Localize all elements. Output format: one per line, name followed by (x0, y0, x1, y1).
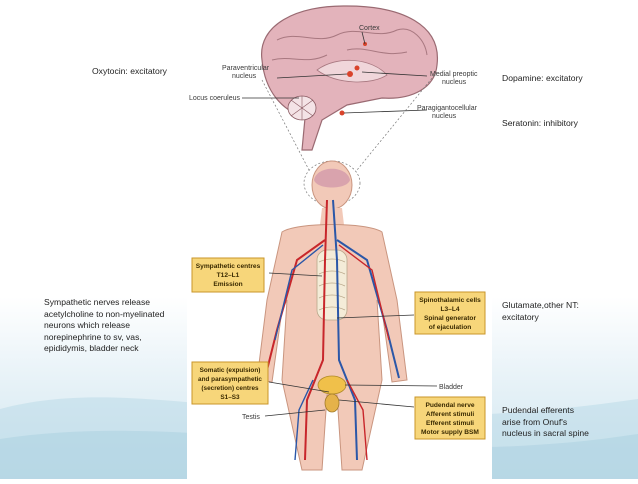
body-leader-lines (264, 272, 438, 417)
pudendal-line3: Efferent stimuli (426, 420, 474, 427)
spinothalamic-line2: L3–L4 (440, 306, 459, 313)
label-paragigantocellular-1: Paragigantocellular (417, 105, 478, 112)
pudendal-line4: Motor supply BSM (421, 429, 479, 436)
brain-labels: Cortex Paraventricular nucleus Locus coe… (189, 25, 478, 120)
somatic-line1: Somatic (expulsion) (200, 367, 261, 374)
label-locus-coeruleus: Locus coeruleus (189, 95, 240, 102)
pudendal-nerve-box: Pudendal nerve Afferent stimuli Efferent… (414, 396, 486, 440)
label-paraventricular-2: nucleus (232, 73, 257, 80)
note-dopamine: Dopamine: excitatory (502, 73, 583, 83)
brain-closeup (261, 5, 438, 151)
sympathetic-line2: T12–L1 (217, 272, 240, 279)
note-oxytocin: Oxytocin: excitatory (92, 66, 167, 76)
note-sympathetic: Sympathetic nerves release acetylcholine… (44, 297, 165, 353)
somatic-centres-box: Somatic (expulsion) and parasympathetic … (191, 361, 269, 405)
label-bladder: Bladder (439, 384, 464, 391)
label-medial-preoptic-2: nucleus (442, 79, 467, 86)
spinothalamic-line3: Spinal generator (424, 315, 476, 322)
anatomy-figure-panel: Cortex Paraventricular nucleus Locus coe… (187, 0, 492, 479)
sympathetic-line1: Sympathetic centres (196, 263, 261, 270)
pudendal-line1: Pudendal nerve (425, 402, 474, 409)
somatic-line3: (secretion) centres (201, 385, 259, 392)
human-body (256, 160, 408, 471)
label-paraventricular-1: Paraventricular (222, 65, 270, 72)
somatic-line4: S1–S3 (220, 394, 240, 401)
label-paragigantocellular-2: nucleus (432, 113, 457, 120)
spinothalamic-line1: Spinothalamic cells (419, 297, 481, 304)
note-serotonin: Seratonin: inhibitory (502, 118, 578, 128)
brain-leader-lines (242, 31, 428, 114)
label-medial-preoptic-1: Medial preoptic (430, 71, 478, 78)
spinothalamic-line4: of ejaculation (429, 324, 472, 331)
sympathetic-line3: Emission (213, 281, 242, 288)
somatic-line2: and parasympathetic (198, 376, 262, 383)
label-testis: Testis (242, 414, 260, 421)
note-glutamate: Glutamate,other NT: excitatory (502, 300, 579, 322)
label-cortex: Cortex (359, 25, 380, 32)
sympathetic-centres-box: Sympathetic centres T12–L1 Emission (191, 257, 265, 293)
pudendal-line2: Afferent stimuli (426, 411, 475, 418)
anatomy-figure: Cortex Paraventricular nucleus Locus coe… (189, 5, 486, 471)
spinothalamic-cells-box: Spinothalamic cells L3–L4 Spinal generat… (414, 291, 486, 335)
note-pudendal-efferents: Pudendal efferents arise from Onuf's nuc… (502, 405, 589, 438)
